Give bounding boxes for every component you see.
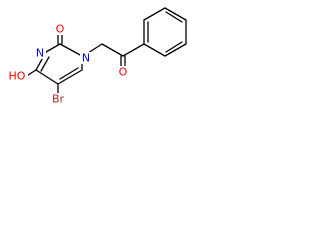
chemical-structure: O N N HO Br O: [6, 7, 187, 106]
atom-bromine: Br: [49, 93, 68, 106]
bond-ch2-carbonyl: [101, 43, 124, 57]
bond-c4-c5: [35, 69, 59, 85]
bond-c5-c6-double: [59, 67, 79, 80]
phenyl-bond-5: [164, 43, 187, 57]
svg-text:Br: Br: [52, 93, 65, 106]
atom-hydroxyl: HO: [6, 70, 28, 83]
bond-n1-ch2: [87, 43, 103, 54]
atom-o-ketone: O: [117, 66, 129, 79]
bond-c2-n3: [45, 43, 61, 53]
bond-c5-c6: [57, 69, 83, 85]
bond-c2-n1: [59, 43, 83, 57]
bond-c4-n3-double: [40, 56, 50, 72]
phenyl-double-2: [165, 11, 183, 23]
bond-c4-oh: [27, 69, 37, 76]
atom-n-ring-left: N: [34, 47, 46, 60]
phenyl-bond-2: [143, 7, 166, 21]
svg-text:N: N: [36, 47, 44, 60]
svg-text:N: N: [82, 52, 90, 65]
phenyl-double-3: [165, 41, 183, 53]
svg-text:O: O: [119, 66, 128, 79]
bond-carbonyl-phenyl: [122, 43, 145, 57]
phenyl-bond-6: [143, 43, 166, 57]
atom-n-ring-right: N: [80, 52, 92, 65]
svg-text:O: O: [56, 23, 65, 36]
atom-o-top: O: [54, 23, 66, 36]
phenyl-bond-3: [164, 7, 187, 21]
svg-text:HO: HO: [9, 70, 26, 83]
